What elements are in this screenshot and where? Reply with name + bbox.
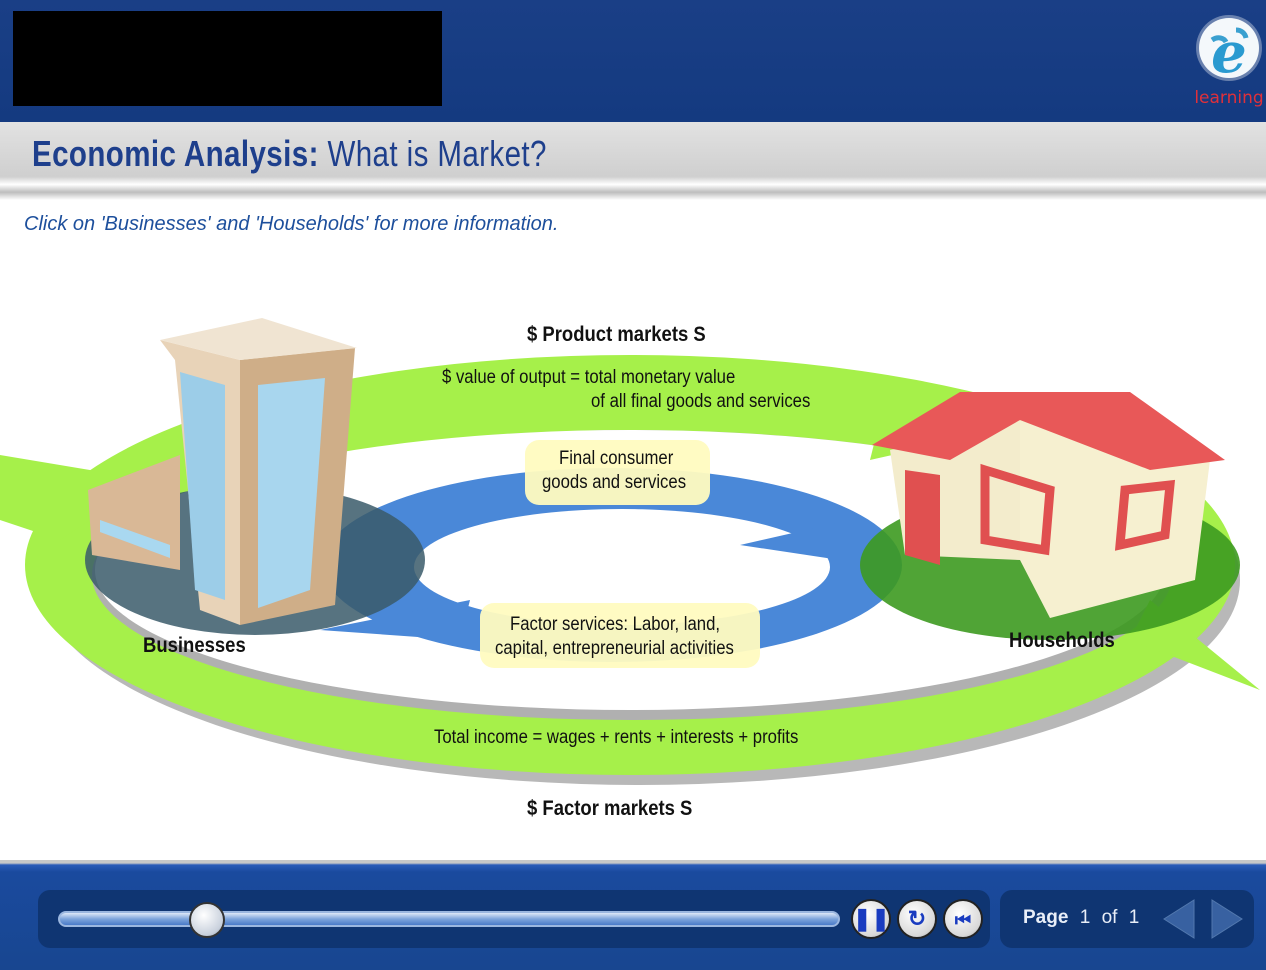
title-bar — [0, 122, 1266, 200]
households-hotspot[interactable] — [870, 388, 1230, 623]
businesses-link[interactable]: Businesses — [143, 634, 246, 657]
page-title: Economic Analysis: What is Market? — [32, 133, 547, 174]
svg-text:learning: learning — [1194, 88, 1263, 108]
replay-icon: ↻ — [907, 906, 927, 931]
pause-button[interactable]: ❚❚ — [851, 899, 891, 939]
output-value-text: $ value of output = total monetary value — [442, 367, 736, 388]
instruction-text: Click on 'Businesses' and 'Households' f… — [24, 213, 559, 235]
replay-button[interactable]: ↻ — [897, 899, 937, 939]
total-income-text: Total income = wages + rents + interests… — [434, 727, 799, 748]
pause-icon: ❚❚ — [853, 906, 890, 931]
svg-text:e: e — [1211, 20, 1247, 86]
rewind-button[interactable]: ⏮ — [943, 899, 983, 939]
output-value-text-2: of all final goods and services — [591, 391, 811, 412]
rewind-icon: ⏮ — [954, 910, 972, 930]
consumer-goods-text: Final consumer — [559, 448, 674, 469]
businesses-hotspot[interactable] — [85, 315, 360, 635]
next-page-button[interactable] — [1210, 898, 1244, 940]
consumer-goods-text-2: goods and services — [542, 472, 687, 493]
factor-markets-label: $ Factor markets S — [527, 797, 693, 820]
factor-services-text: Factor services: Labor, land, — [510, 614, 721, 635]
elearning-logo: e learning — [1192, 10, 1264, 110]
businesses-building-icon — [88, 318, 357, 625]
redacted-area — [13, 11, 442, 106]
page-indicator: Page 1 of 1 — [1023, 907, 1140, 928]
previous-page-button[interactable] — [1162, 898, 1196, 940]
product-markets-label: $ Product markets S — [527, 323, 706, 346]
progress-slider-thumb[interactable] — [188, 902, 225, 938]
progress-slider[interactable] — [58, 911, 840, 927]
households-house-icon — [872, 392, 1225, 618]
circular-flow-diagram — [0, 318, 1260, 785]
factor-services-text-2: capital, entrepreneurial activities — [495, 638, 734, 659]
households-link[interactable]: Households — [1009, 629, 1115, 652]
